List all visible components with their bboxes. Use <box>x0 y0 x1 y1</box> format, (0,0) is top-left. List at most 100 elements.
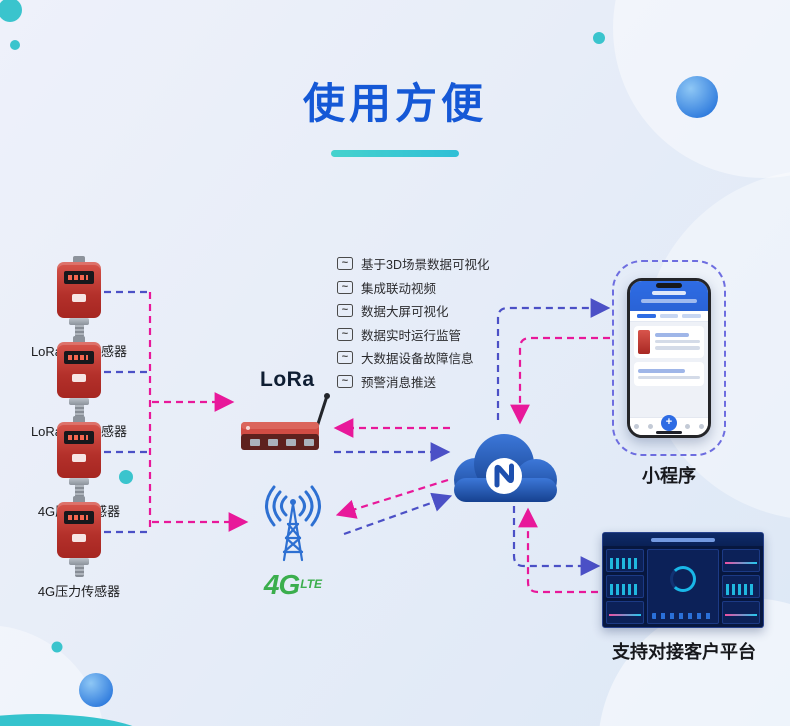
wave-icon: ~ <box>337 374 353 388</box>
feature-item: ~ 数据大屏可视化 <box>337 299 489 323</box>
device-card <box>634 326 704 358</box>
tab <box>682 314 702 318</box>
phone-notch <box>656 283 682 288</box>
sensor-thread <box>74 325 84 337</box>
lora-gateway: LoRa <box>236 368 346 461</box>
data-strip <box>652 613 714 619</box>
cloud-platform <box>438 418 568 523</box>
feature-text: 集成联动视频 <box>361 281 437 296</box>
sensor-display <box>64 271 94 284</box>
sensor-display <box>64 431 94 444</box>
title-underline <box>331 150 459 157</box>
sensor-display <box>64 351 94 364</box>
dashboard-title-bar <box>651 537 715 542</box>
wave-icon: ~ <box>337 280 353 294</box>
sensor-thread <box>74 405 84 417</box>
decor-teal-dot <box>0 0 22 22</box>
decor-circle <box>599 598 790 726</box>
sensor-nut <box>69 398 89 405</box>
sensor-top-cap <box>73 256 85 262</box>
decor-teal-dot <box>119 470 133 484</box>
lora-gateway-icon <box>241 393 330 450</box>
sensor-nut <box>69 558 89 565</box>
decor-circle <box>0 625 104 726</box>
feature-item: ~ 集成联动视频 <box>337 276 489 300</box>
feature-item: ~ 大数据设备故障信息 <box>337 346 489 370</box>
dashboard-right-column <box>722 549 760 624</box>
wave-icon: ~ <box>337 304 353 318</box>
sensor-thread <box>74 565 84 577</box>
dashboard-left-column <box>606 549 644 624</box>
line-chart-panel <box>722 601 760 624</box>
platform-caption: 支持对接客户平台 <box>612 642 756 662</box>
decor-teal-dot <box>10 40 20 50</box>
cloud-icon <box>454 434 557 502</box>
sensor-body <box>57 502 101 558</box>
decor-teal-dot <box>593 32 605 44</box>
nav-icon <box>698 424 704 429</box>
decor-blue-ball <box>676 76 718 118</box>
card-text-lines <box>655 330 700 354</box>
decor-teal-dot <box>51 641 63 653</box>
dashboard-grid <box>606 549 760 624</box>
lte-text: LTE <box>300 577 323 591</box>
sensor-logo <box>72 534 86 542</box>
sensor-nut <box>69 318 89 325</box>
line-chart-panel <box>722 549 760 572</box>
pressure-sensor-device <box>57 496 101 577</box>
4g-tower: 4GLTE <box>250 484 336 599</box>
sensor-thread <box>74 485 84 497</box>
pressure-sensor-device <box>57 336 101 417</box>
4g-lte-label: 4GLTE <box>250 571 336 599</box>
wave-icon: ~ <box>337 257 353 271</box>
tab-active <box>637 314 656 318</box>
decor-blue-ball <box>79 673 113 707</box>
line-chart-panel <box>606 601 644 624</box>
phone-content <box>630 322 708 417</box>
sensor-4g-2: 4G压力传感器 <box>4 496 154 600</box>
sensor-body <box>57 422 101 478</box>
feature-item: ~ 基于3D场景数据可视化 <box>337 252 489 276</box>
phone-tab-bar <box>630 311 708 322</box>
pressure-sensor-device <box>57 416 101 497</box>
info-card <box>634 362 704 386</box>
feature-text: 数据大屏可视化 <box>361 305 449 320</box>
4g-text: 4G <box>263 569 300 600</box>
nav-icon <box>647 424 653 429</box>
sensor-logo <box>72 294 86 302</box>
sensor-display <box>64 511 94 524</box>
lora-gateway-label: LoRa <box>260 368 315 391</box>
tab <box>659 314 679 318</box>
phone-mockup: + <box>627 278 711 438</box>
sensor-logo <box>72 454 86 462</box>
sensor-top-cap <box>73 336 85 342</box>
add-button: + <box>660 414 677 431</box>
miniprogram-caption: 小程序 <box>642 466 696 486</box>
app-title-bar <box>652 291 686 295</box>
feature-text: 基于3D场景数据可视化 <box>361 258 490 273</box>
bar-chart-panel <box>606 549 644 572</box>
feature-text: 预警消息推送 <box>361 375 437 390</box>
sensor-logo <box>72 374 86 382</box>
sensor-nut <box>69 478 89 485</box>
sensor-body <box>57 262 101 318</box>
phone-home-indicator <box>656 430 682 434</box>
sensor-top-cap <box>73 496 85 502</box>
gauge-chart <box>670 566 696 593</box>
card-text-lines <box>638 366 700 382</box>
bar-chart-panel <box>722 575 760 598</box>
nav-icon <box>685 424 691 429</box>
dashboard-center-panel <box>647 549 719 624</box>
pressure-sensor-device <box>57 256 101 337</box>
wave-icon: ~ <box>337 327 353 341</box>
app-subtitle-bar <box>641 299 697 303</box>
nav-icon <box>634 424 640 429</box>
sensor-top-cap <box>73 416 85 422</box>
phone-nav-bar: + <box>630 414 708 435</box>
sensor-thumbnail <box>638 330 650 354</box>
page-title: 使用方便 <box>302 80 487 127</box>
platform-dashboard <box>602 532 764 628</box>
feature-text: 数据实时运行监管 <box>361 328 462 343</box>
